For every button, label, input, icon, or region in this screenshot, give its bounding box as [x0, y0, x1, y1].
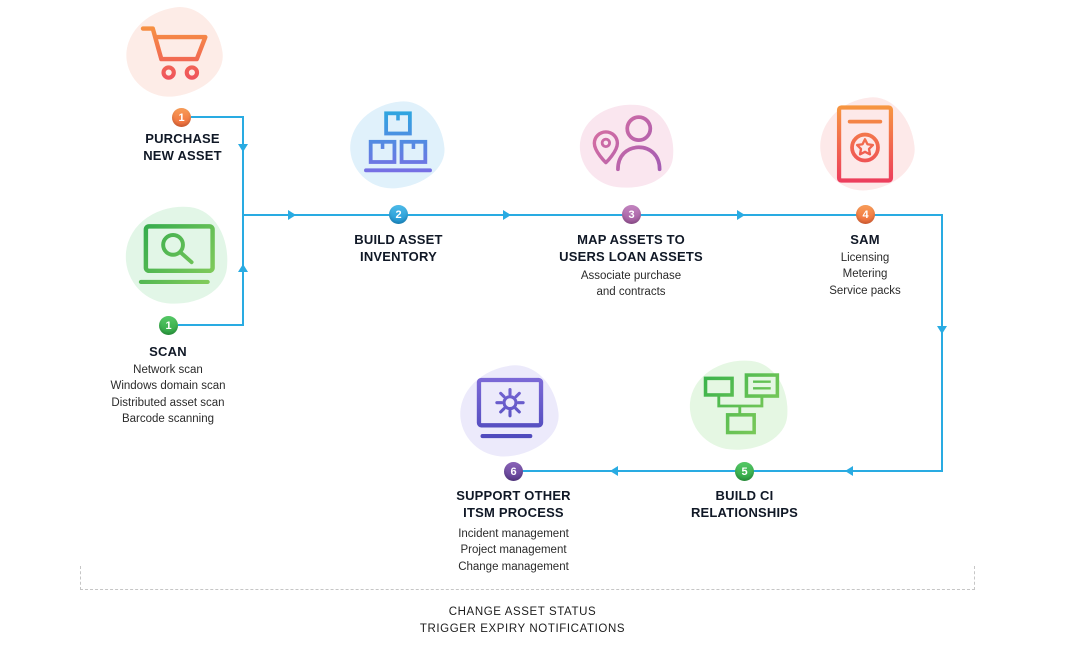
arrow-up-icon	[238, 264, 248, 272]
footer-note: CHANGE ASSET STATUS TRIGGER EXPIRY NOTIF…	[419, 606, 626, 636]
flow-line-purchase-to-junction	[191, 116, 243, 118]
scan-monitor-icon	[138, 224, 215, 285]
arrow-left-icon	[845, 466, 853, 476]
shopping-cart-icon	[140, 26, 208, 80]
step-badge-sam: 4	[856, 205, 875, 224]
step-title-inventory: BUILD ASSET INVENTORY	[354, 232, 443, 264]
arrow-down-icon	[238, 144, 248, 152]
arrow-right-icon	[737, 210, 745, 220]
step-details-sam: Licensing Metering Service packs	[829, 252, 901, 297]
step-badge-purchase: 1	[172, 108, 191, 127]
license-certificate-icon	[836, 105, 894, 183]
step-title-ci: BUILD CI RELATIONSHIPS	[690, 488, 799, 520]
flow-line-main-horizontal	[243, 214, 943, 216]
arrow-down-icon	[937, 326, 947, 334]
arrow-right-icon	[288, 210, 296, 220]
step-details-scan: Network scan Windows domain scan Distrib…	[110, 364, 226, 425]
stacked-boxes-icon	[364, 111, 432, 173]
flow-line-left-vertical	[242, 116, 244, 326]
monitor-gear-icon	[476, 377, 544, 439]
user-location-pin-icon	[592, 115, 662, 172]
step-badge-scan: 1	[159, 316, 178, 335]
arrow-right-icon	[503, 210, 511, 220]
arrow-left-icon	[610, 466, 618, 476]
step-details-map-assets: Associate purchase and contracts	[580, 270, 682, 299]
step-badge-ci: 5	[735, 462, 754, 481]
flow-line-right-vertical	[941, 215, 943, 472]
step-badge-itsm: 6	[504, 462, 523, 481]
step-badge-map-assets: 3	[622, 205, 641, 224]
flow-line-bottom-horizontal	[522, 470, 942, 472]
flow-line-scan-to-junction	[178, 324, 243, 326]
underbrace-bracket	[80, 566, 975, 590]
step-title-purchase: PURCHASE NEW ASSET	[143, 131, 222, 163]
step-title-map-assets: MAP ASSETS TO USERS LOAN ASSETS	[559, 232, 703, 264]
step-badge-inventory: 2	[389, 205, 408, 224]
step-title-sam: SAM	[850, 232, 880, 247]
step-title-itsm: SUPPORT OTHER ITSM PROCESS	[456, 488, 571, 520]
step-details-itsm: Incident management Project management C…	[458, 528, 569, 573]
step-title-scan: SCAN	[149, 344, 187, 359]
network-topology-icon	[703, 373, 780, 435]
